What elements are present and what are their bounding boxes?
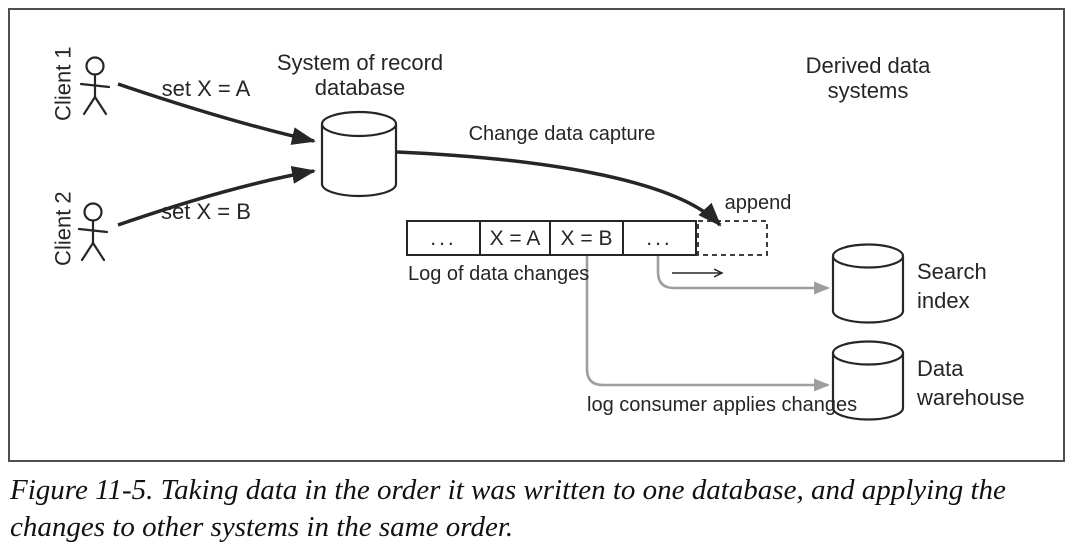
- set-x-b-label: set X = B: [161, 199, 251, 224]
- cdc-arrow: [396, 150, 722, 227]
- change-data-capture-label: Change data capture: [468, 123, 656, 145]
- log-to-warehouse-arrow: [585, 255, 830, 392]
- client1-person-icon: [79, 56, 111, 116]
- figure-caption: Figure 11-5. Taking data in the order it…: [10, 474, 1006, 543]
- set-x-a-label: set X = A: [161, 76, 251, 101]
- client1-label: Client 1: [50, 46, 76, 121]
- append-label: append: [724, 192, 792, 214]
- log-cell-x-b: X = B: [560, 227, 613, 250]
- log-consumer-label: log consumer applies changes: [587, 394, 858, 416]
- log-cell-ellipsis-left: ...: [430, 227, 457, 250]
- client1-write-arrow: [117, 82, 316, 145]
- data-warehouse-label: Data warehouse: [917, 356, 1025, 410]
- derived-data-systems-title: Derived data systems: [805, 53, 931, 103]
- search-index-database-icon: [831, 243, 905, 324]
- log-cell-x-a: X = A: [489, 227, 541, 250]
- log-to-search-arrow: [656, 255, 830, 295]
- client2-write-arrow: [117, 166, 316, 227]
- system-of-record-title: System of record database: [276, 50, 444, 100]
- client2-label: Client 2: [50, 191, 76, 266]
- append-slot-dashed-box: [697, 220, 768, 256]
- log-of-data-changes-label: Log of data changes: [408, 263, 590, 285]
- system-of-record-database-icon: [320, 110, 398, 198]
- client2-person-icon: [77, 202, 109, 262]
- log-box: [406, 220, 697, 256]
- data-warehouse-database-icon: [831, 340, 905, 421]
- search-index-label: Search index: [917, 259, 987, 313]
- log-cell-ellipsis-right: ...: [646, 227, 673, 250]
